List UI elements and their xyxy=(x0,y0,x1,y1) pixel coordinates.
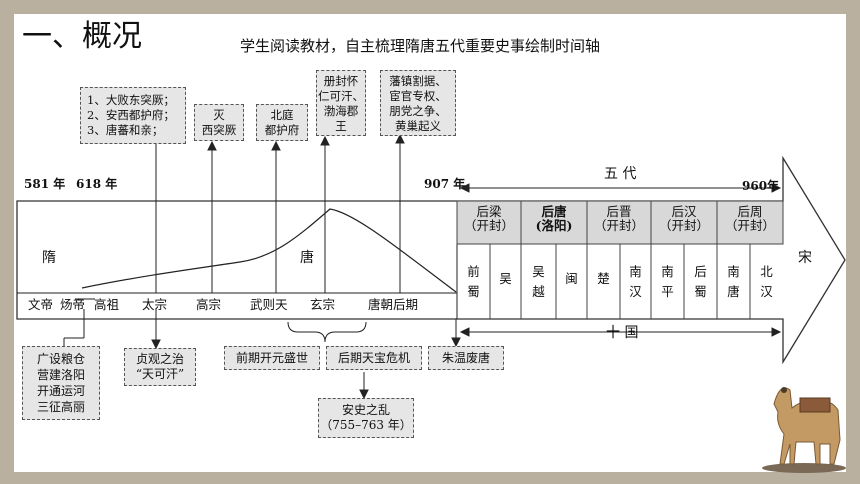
period-tang: 唐 xyxy=(300,250,314,266)
event-box-beiting: 北庭都护府 xyxy=(256,104,308,141)
period-sui: 隋 xyxy=(42,250,56,266)
year-907: 907 年 xyxy=(424,177,466,191)
shiguo-wuyue: 吴越 xyxy=(532,264,545,299)
year-581: 581 年 xyxy=(24,177,66,191)
ruler-xuanzong: 玄宗 xyxy=(310,297,336,312)
period-wudai: 五 代 xyxy=(604,166,637,182)
shiguo-houshu: 后蜀 xyxy=(694,264,707,299)
ruler-wendi: 文帝 xyxy=(28,297,54,312)
tang-power-curve xyxy=(81,208,457,293)
shiguo-beihan: 北汉 xyxy=(760,264,773,299)
event-box-sui: 广设粮仓营建洛阳开通运河三征高丽 xyxy=(22,346,100,420)
wudai-houtang: 后唐(洛阳) xyxy=(535,204,573,234)
wudai-houzhou: 后周（开封） xyxy=(724,204,775,234)
event-box-xuanzong-titles: 册封怀仁可汗、渤海郡王 xyxy=(316,70,366,136)
event-box-anshi: 安史之乱（755–763 年） xyxy=(318,398,414,438)
shiguo-span-arrow xyxy=(459,327,782,337)
top-event-arrows xyxy=(151,111,405,293)
event-box-west-turks: 灭西突厥 xyxy=(194,104,244,141)
shiguo-qianshu: 前蜀 xyxy=(467,264,480,299)
ruler-late-tang: 唐朝后期 xyxy=(368,297,419,312)
shiguo-nanping: 南平 xyxy=(661,264,674,299)
shiguo-nanhan: 南汉 xyxy=(629,264,642,299)
shiguo-chu: 楚 xyxy=(597,271,610,286)
year-960: 960年 xyxy=(742,179,780,193)
slide-subtitle: 学生阅读教材，自主梳理隋唐五代重要史事绘制时间轴 xyxy=(240,37,601,55)
wudai-grid xyxy=(456,200,784,319)
ruler-taizong: 太宗 xyxy=(142,297,168,312)
wudai-span-arrow xyxy=(459,183,782,193)
shiguo-min: 闽 xyxy=(565,271,578,286)
ruler-gaozong: 高宗 xyxy=(196,297,222,312)
event-box-zhenguan: 贞观之治“天可汗” xyxy=(124,348,196,386)
camel-figurine-image xyxy=(762,387,846,473)
event-box-tianbao: 后期天宝危机 xyxy=(326,346,422,370)
year-618: 618 年 xyxy=(76,177,118,191)
bottom-event-arrows xyxy=(63,309,461,400)
wudai-houliang: 后梁（开封） xyxy=(463,204,514,234)
event-box-taizong: 1、大败东突厥；2、安西都护府；3、唐蕃和亲； xyxy=(80,87,186,144)
event-box-kaiyuan: 前期开元盛世 xyxy=(224,346,320,370)
ruler-gaozu: 高祖 xyxy=(94,297,120,312)
event-box-zhuwen: 朱温废唐 xyxy=(428,346,504,370)
xuanzong-brace xyxy=(287,321,367,343)
event-box-late-tang: 藩镇割据、宦官专权、朋党之争、黄巢起义 xyxy=(380,70,456,136)
period-shiguo: 十 国 xyxy=(606,325,639,341)
shiguo-nantang: 南唐 xyxy=(727,264,740,299)
shiguo-wu: 吴 xyxy=(499,271,512,286)
period-song: 宋 xyxy=(798,250,812,266)
ruler-yangdi: 炀帝 xyxy=(60,297,86,312)
wudai-houjin: 后晋（开封） xyxy=(593,204,644,234)
ruler-wuzetian: 武则天 xyxy=(250,297,288,312)
wudai-houhan: 后汉（开封） xyxy=(658,204,709,234)
section-heading: 一、概况 xyxy=(22,19,142,54)
